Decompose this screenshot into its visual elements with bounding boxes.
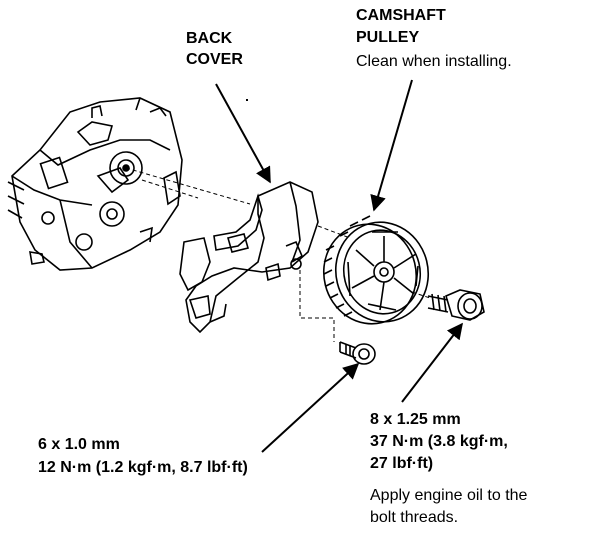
pulley-bolt-note-line-2: bolt threads.	[370, 509, 459, 526]
pulley-bolt	[427, 289, 485, 321]
camshaft-pulley-arrow	[370, 79, 413, 212]
camshaft-pulley	[322, 215, 430, 325]
pulley-bolt-size: 8 x 1.25 mm	[370, 411, 461, 428]
alignment-lines	[125, 167, 431, 342]
camshaft-pulley-note: Clean when installing.	[356, 53, 512, 70]
back-cover-label-line-1: BACK	[186, 30, 233, 47]
pulley-bolt-torque-line-2: 27 lbf·ft)	[370, 455, 434, 472]
pulley-bolt-arrow	[401, 322, 463, 403]
small-bolt-size: 6 x 1.0 mm	[38, 436, 120, 453]
cylinder-head	[7, 97, 183, 271]
camshaft-pulley-label-line-1: CAMSHAFT	[356, 7, 446, 24]
pulley-bolt-note-line-1: Apply engine oil to the	[370, 487, 528, 504]
small-bolt-arrow	[261, 362, 360, 453]
small-bolt	[339, 341, 376, 365]
small-bolt-torque: 12 N·m (1.2 kgf·m, 8.7 lbf·ft)	[38, 459, 248, 476]
leader-arrows	[215, 79, 463, 453]
back-cover	[179, 181, 319, 334]
pulley-bolt-torque-line-1: 37 N·m (3.8 kgf·m,	[370, 433, 508, 450]
back-cover-arrow	[215, 83, 271, 184]
camshaft-pulley-label-line-2: PULLEY	[356, 29, 420, 46]
back-cover-label-line-2: COVER	[186, 51, 243, 68]
